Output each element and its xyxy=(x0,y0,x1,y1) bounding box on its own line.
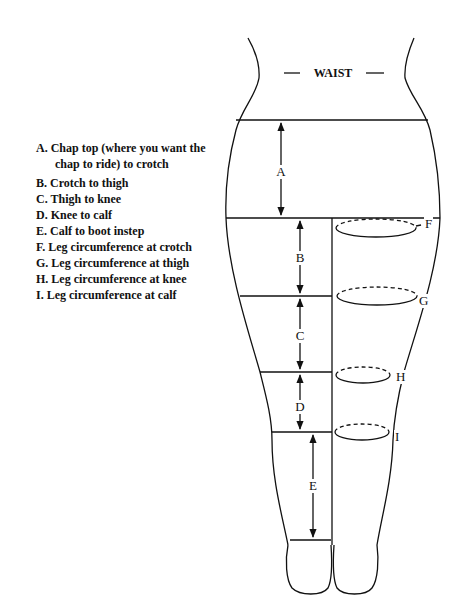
left-foot xyxy=(286,545,331,594)
key-item: I. Leg circumference at calf xyxy=(36,287,177,303)
inner-leg-line xyxy=(331,218,332,545)
key-item: D. Knee to calf xyxy=(36,207,112,223)
dimension-letter: C xyxy=(295,329,306,343)
callout-letter: H xyxy=(395,370,406,384)
callout-leader xyxy=(416,225,421,226)
right-foot xyxy=(333,545,377,594)
circumference-ellipse xyxy=(335,424,389,440)
crotch-line xyxy=(226,217,440,218)
waist-leader xyxy=(284,72,300,73)
key-item: A. Chap top (where you want the chap to … xyxy=(36,140,228,172)
callout-letter: I xyxy=(394,430,400,444)
body-outline-left xyxy=(226,38,288,545)
dimension-letter: B xyxy=(295,251,306,265)
chap-top-line xyxy=(236,119,428,120)
key-item: C. Thigh to knee xyxy=(36,191,121,207)
waist-leader xyxy=(366,72,384,73)
circumference-ellipse xyxy=(337,287,417,305)
callout-letter: F xyxy=(424,217,433,231)
knee-line xyxy=(260,371,332,372)
key-item: B. Crotch to thigh xyxy=(36,175,128,191)
circumference-ellipse xyxy=(336,219,416,237)
waist-label: WAIST xyxy=(311,66,356,80)
callout-letter: G xyxy=(418,294,429,308)
key-item: F. Leg circumference at crotch xyxy=(36,239,192,255)
dimension-letter: A xyxy=(275,165,286,179)
dimension-letter: E xyxy=(308,479,318,493)
instep-line xyxy=(290,539,331,540)
thigh-line xyxy=(240,295,332,296)
key-item: E. Calf to boot instep xyxy=(36,223,144,239)
key-item: G. Leg circumference at thigh xyxy=(36,255,189,271)
dimension-letter: D xyxy=(294,400,305,414)
body-outline-right xyxy=(377,38,440,545)
calf-line xyxy=(272,431,332,432)
circumference-ellipse xyxy=(336,367,390,383)
key-item: H. Leg circumference at knee xyxy=(36,271,187,287)
